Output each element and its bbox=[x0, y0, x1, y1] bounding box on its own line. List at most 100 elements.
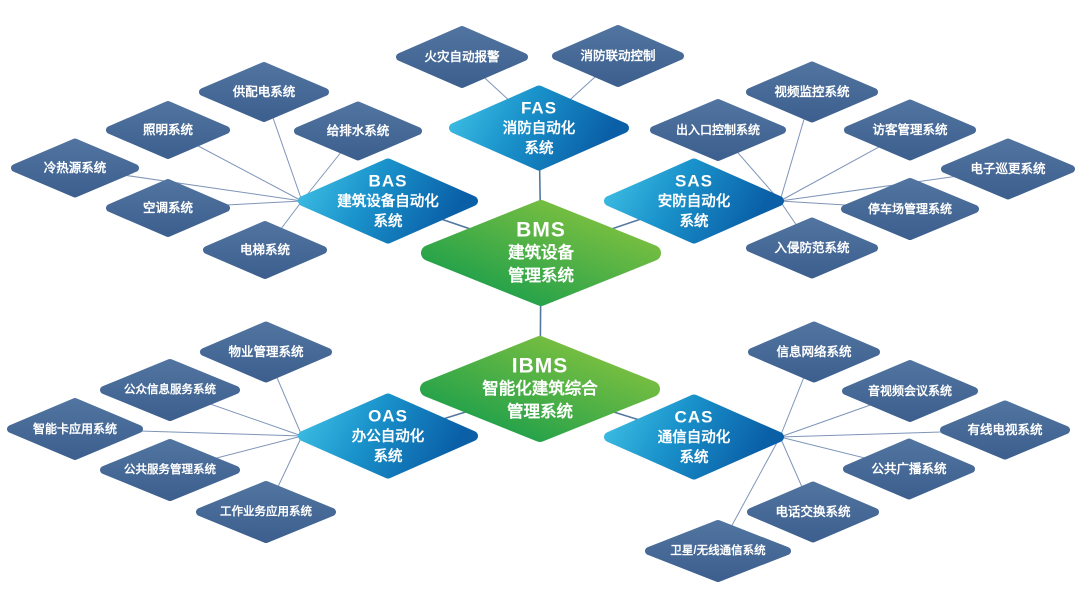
diamond-shape bbox=[420, 336, 660, 442]
node-oas-1: 物业管理系统 bbox=[200, 321, 332, 383]
node-label: 系统 bbox=[680, 448, 709, 466]
node-label: 公众信息服务系统 bbox=[124, 382, 216, 396]
diamond-shape bbox=[106, 179, 230, 237]
node-cas-1: 信息网络系统 bbox=[748, 321, 880, 383]
diamond-shape bbox=[841, 178, 979, 240]
node-label: 系统 bbox=[680, 212, 709, 230]
node-cas-4: 公共广播系统 bbox=[843, 438, 975, 500]
diamond-shape bbox=[844, 99, 976, 161]
node-label: 智能化建筑综合 bbox=[482, 378, 598, 398]
node-bas-3: 冷热源系统 bbox=[11, 138, 139, 198]
node-label: 系统 bbox=[374, 447, 403, 465]
diamond-shape bbox=[106, 101, 230, 159]
diamond-shape bbox=[298, 393, 478, 479]
node-label: 物业管理系统 bbox=[228, 344, 304, 359]
node-cas-6: 卫星/无线通信系统 bbox=[645, 520, 791, 582]
diamond-shape bbox=[396, 26, 528, 88]
diamond-shape bbox=[203, 221, 327, 279]
node-cas-5: 电话交换系统 bbox=[747, 481, 879, 543]
node-label: 入侵防范系统 bbox=[774, 240, 850, 255]
diamond-shape bbox=[449, 85, 629, 171]
node-label: 冷热源系统 bbox=[44, 160, 107, 175]
node-oas-3: 智能卡应用系统 bbox=[7, 398, 143, 460]
node-label: 消防自动化 bbox=[503, 119, 576, 137]
node-label: CAS bbox=[675, 408, 714, 427]
node-bas-5: 电梯系统 bbox=[203, 221, 327, 279]
diamond-shape bbox=[843, 438, 975, 500]
node-label: 电话交换系统 bbox=[775, 504, 851, 519]
node-label: 公共服务管理系统 bbox=[124, 462, 216, 476]
node-cas-2: 音视频会议系统 bbox=[842, 360, 978, 422]
diamond-shape bbox=[747, 481, 879, 543]
node-label: 供配电系统 bbox=[232, 84, 296, 99]
node-sas-3: 访客管理系统 bbox=[844, 99, 976, 161]
node-label: 建筑设备自动化 bbox=[337, 192, 439, 210]
node-sas-5: 停车场管理系统 bbox=[841, 178, 979, 240]
node-sas-6: 入侵防范系统 bbox=[746, 217, 878, 279]
node-label: 通信自动化 bbox=[658, 428, 731, 446]
node-label: 公共广播系统 bbox=[871, 461, 947, 476]
node-sas-4: 电子巡更系统 bbox=[941, 138, 1075, 200]
node-bas-6: 给排水系统 bbox=[294, 101, 422, 161]
diamond-shape bbox=[604, 394, 784, 480]
node-bas-2: 照明系统 bbox=[106, 101, 230, 159]
diamond-shape bbox=[100, 439, 240, 501]
node-label: 照明系统 bbox=[143, 122, 194, 137]
diamond-shape bbox=[421, 200, 661, 306]
node-label: 系统 bbox=[525, 139, 554, 157]
diamond-shape bbox=[842, 360, 978, 422]
node-label: 给排水系统 bbox=[327, 123, 390, 138]
node-label: SAS bbox=[675, 172, 713, 191]
node-label: 电子巡更系统 bbox=[970, 161, 1046, 176]
node-oas-4: 公共服务管理系统 bbox=[100, 439, 240, 501]
node-label: 音视频会议系统 bbox=[868, 383, 952, 398]
diamond-shape bbox=[100, 359, 240, 421]
node-sas-1: 视频监控系统 bbox=[746, 61, 878, 123]
node-bas-1: 供配电系统 bbox=[199, 62, 329, 122]
node-label: 消防联动控制 bbox=[580, 48, 655, 63]
node-label: 智能卡应用系统 bbox=[32, 421, 117, 436]
node-label: 安防自动化 bbox=[658, 192, 731, 210]
node-cas-3: 有线电视系统 bbox=[940, 400, 1070, 460]
node-oas-2: 公众信息服务系统 bbox=[100, 359, 240, 421]
node-oas-5: 工作业务应用系统 bbox=[196, 481, 336, 543]
node-label: 电梯系统 bbox=[240, 242, 291, 257]
node-label: 访客管理系统 bbox=[872, 122, 948, 137]
diamond-shape bbox=[604, 158, 784, 244]
diamond-shape bbox=[941, 138, 1075, 200]
node-label: 空调系统 bbox=[143, 200, 194, 215]
node-label: FAS bbox=[521, 99, 557, 118]
node-label: 停车场管理系统 bbox=[868, 201, 952, 216]
node-bas-4: 空调系统 bbox=[106, 179, 230, 237]
node-label: BAS bbox=[369, 172, 408, 191]
diamond-shape bbox=[298, 158, 478, 244]
node-label: 办公自动化 bbox=[352, 427, 425, 445]
node-label: 信息网络系统 bbox=[776, 344, 852, 359]
node-label: 出入口控制系统 bbox=[676, 122, 760, 137]
node-sas-2: 出入口控制系统 bbox=[650, 99, 786, 161]
node-label: OAS bbox=[368, 407, 408, 426]
diamond-shape bbox=[748, 321, 880, 383]
node-label: 管理系统 bbox=[508, 265, 575, 285]
diamond-shape bbox=[940, 400, 1070, 460]
diamond-shape bbox=[552, 25, 684, 87]
node-label: 系统 bbox=[374, 212, 403, 230]
diamond-shape bbox=[11, 138, 139, 198]
diamond-shape bbox=[746, 61, 878, 123]
diamond-shape bbox=[645, 520, 791, 582]
node-label: 视频监控系统 bbox=[774, 84, 850, 99]
node-label: 卫星/无线通信系统 bbox=[670, 543, 766, 557]
diamond-shape bbox=[650, 99, 786, 161]
node-label: IBMS bbox=[512, 355, 569, 378]
node-label: 工作业务应用系统 bbox=[220, 504, 312, 518]
node-label: 有线电视系统 bbox=[967, 422, 1043, 437]
diamond-shape bbox=[746, 217, 878, 279]
